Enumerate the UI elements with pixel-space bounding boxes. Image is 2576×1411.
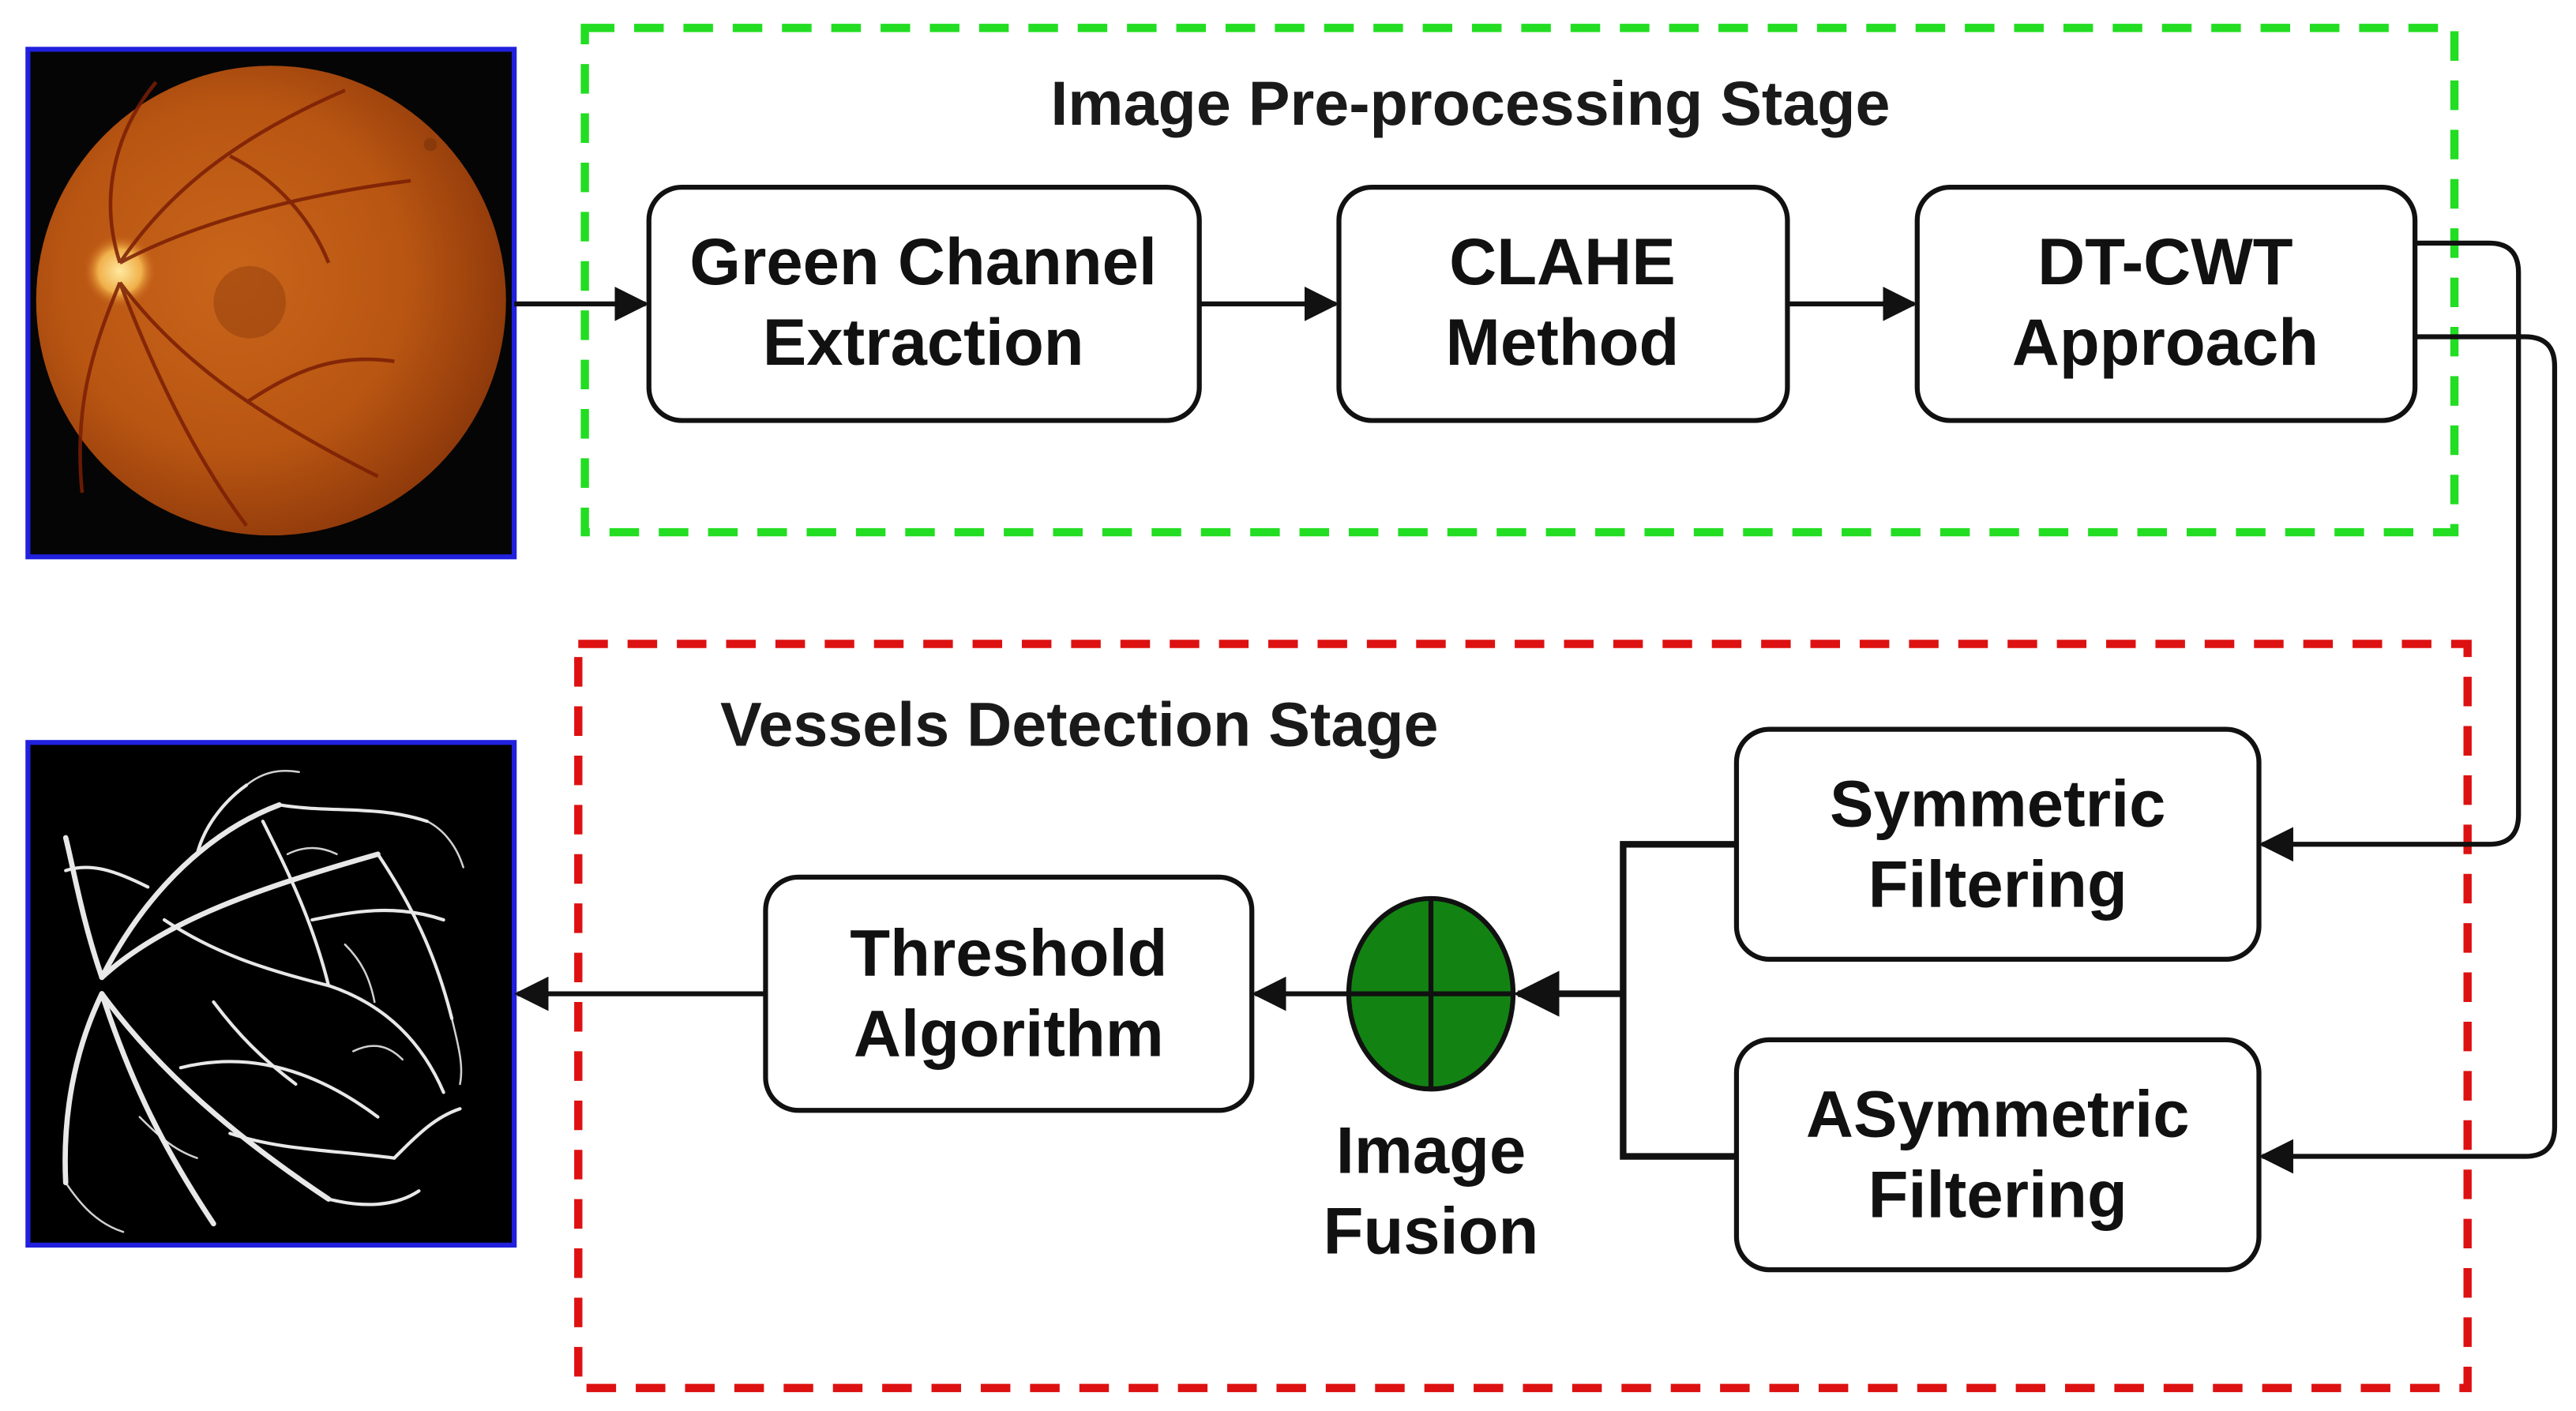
- flow-connectors: [513, 240, 2558, 1174]
- clahe-label-line2: Method: [1446, 306, 1680, 379]
- clahe-label-line1: CLAHE: [1449, 225, 1676, 298]
- clahe-method-node: CLAHE Method: [1336, 185, 1790, 423]
- preprocessing-stage-title: Image Pre-processing Stage: [1050, 68, 1890, 138]
- fusion-label-line1: Image: [1336, 1113, 1526, 1187]
- symmetric-label-line2: Filtering: [1868, 847, 2127, 921]
- threshold-algorithm-node: Threshold Algorithm: [763, 874, 1255, 1113]
- dtcwt-approach-node: DT-CWT Approach: [1914, 185, 2418, 423]
- symmetric-label-line1: Symmetric: [1830, 767, 2165, 840]
- input-retina-image: [25, 47, 517, 560]
- symmetric-filtering-node: Symmetric Filtering: [1733, 726, 2262, 963]
- filter-merge-bracket: [1620, 841, 1737, 1160]
- green-channel-label-line1: Green Channel: [689, 225, 1157, 298]
- fusion-label-line2: Fusion: [1324, 1194, 1539, 1267]
- asymmetric-filtering-node: ASymmetric Filtering: [1733, 1037, 2262, 1273]
- image-fusion-node: Image Fusion: [1324, 895, 1539, 1267]
- output-vessel-image: [25, 740, 517, 1248]
- arrow-dtcwt-to-symmetric: [2259, 240, 2522, 862]
- threshold-label-line2: Algorithm: [854, 997, 1164, 1071]
- green-channel-label-line2: Extraction: [763, 306, 1084, 379]
- retina-fundus-icon: [36, 66, 506, 536]
- segmented-vessels-icon: [62, 770, 464, 1233]
- arrow-dtcwt-to-asymmetric: [2259, 334, 2558, 1174]
- dtcwt-label-line1: DT-CWT: [2037, 225, 2292, 298]
- asymmetric-label-line1: ASymmetric: [1806, 1078, 2190, 1151]
- green-channel-extraction-node: Green Channel Extraction: [646, 185, 1202, 423]
- detection-stage-title: Vessels Detection Stage: [720, 689, 1438, 759]
- detection-stage-border: [574, 640, 2472, 1393]
- threshold-label-line1: Threshold: [850, 917, 1167, 990]
- preprocessing-stage-border: [580, 24, 2459, 537]
- dtcwt-label-line2: Approach: [2012, 306, 2319, 379]
- asymmetric-label-line2: Filtering: [1868, 1158, 2127, 1232]
